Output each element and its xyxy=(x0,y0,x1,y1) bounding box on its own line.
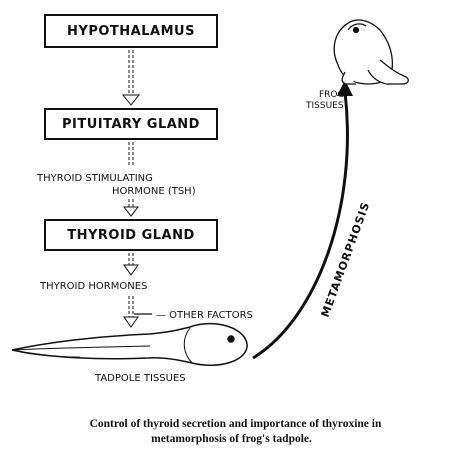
figure-caption-line1: Control of thyroid secretion and importa… xyxy=(8,417,463,432)
tadpole-illustration xyxy=(12,324,247,366)
arrow-pituitary-to-tsh xyxy=(129,142,133,165)
frog-illustration xyxy=(334,20,408,84)
figure-caption-line2: metamorphosis of frog's tadpole. xyxy=(0,432,463,447)
arrow-tsh-to-thyroid xyxy=(124,199,138,216)
arrow-hormones-to-tadpole xyxy=(124,296,152,327)
metamorphosis-arrow: METAMORPHOSIS xyxy=(253,80,373,358)
arrow-hypothalamus-to-pituitary xyxy=(123,50,139,105)
arrow-thyroid-to-hormones xyxy=(124,253,138,275)
